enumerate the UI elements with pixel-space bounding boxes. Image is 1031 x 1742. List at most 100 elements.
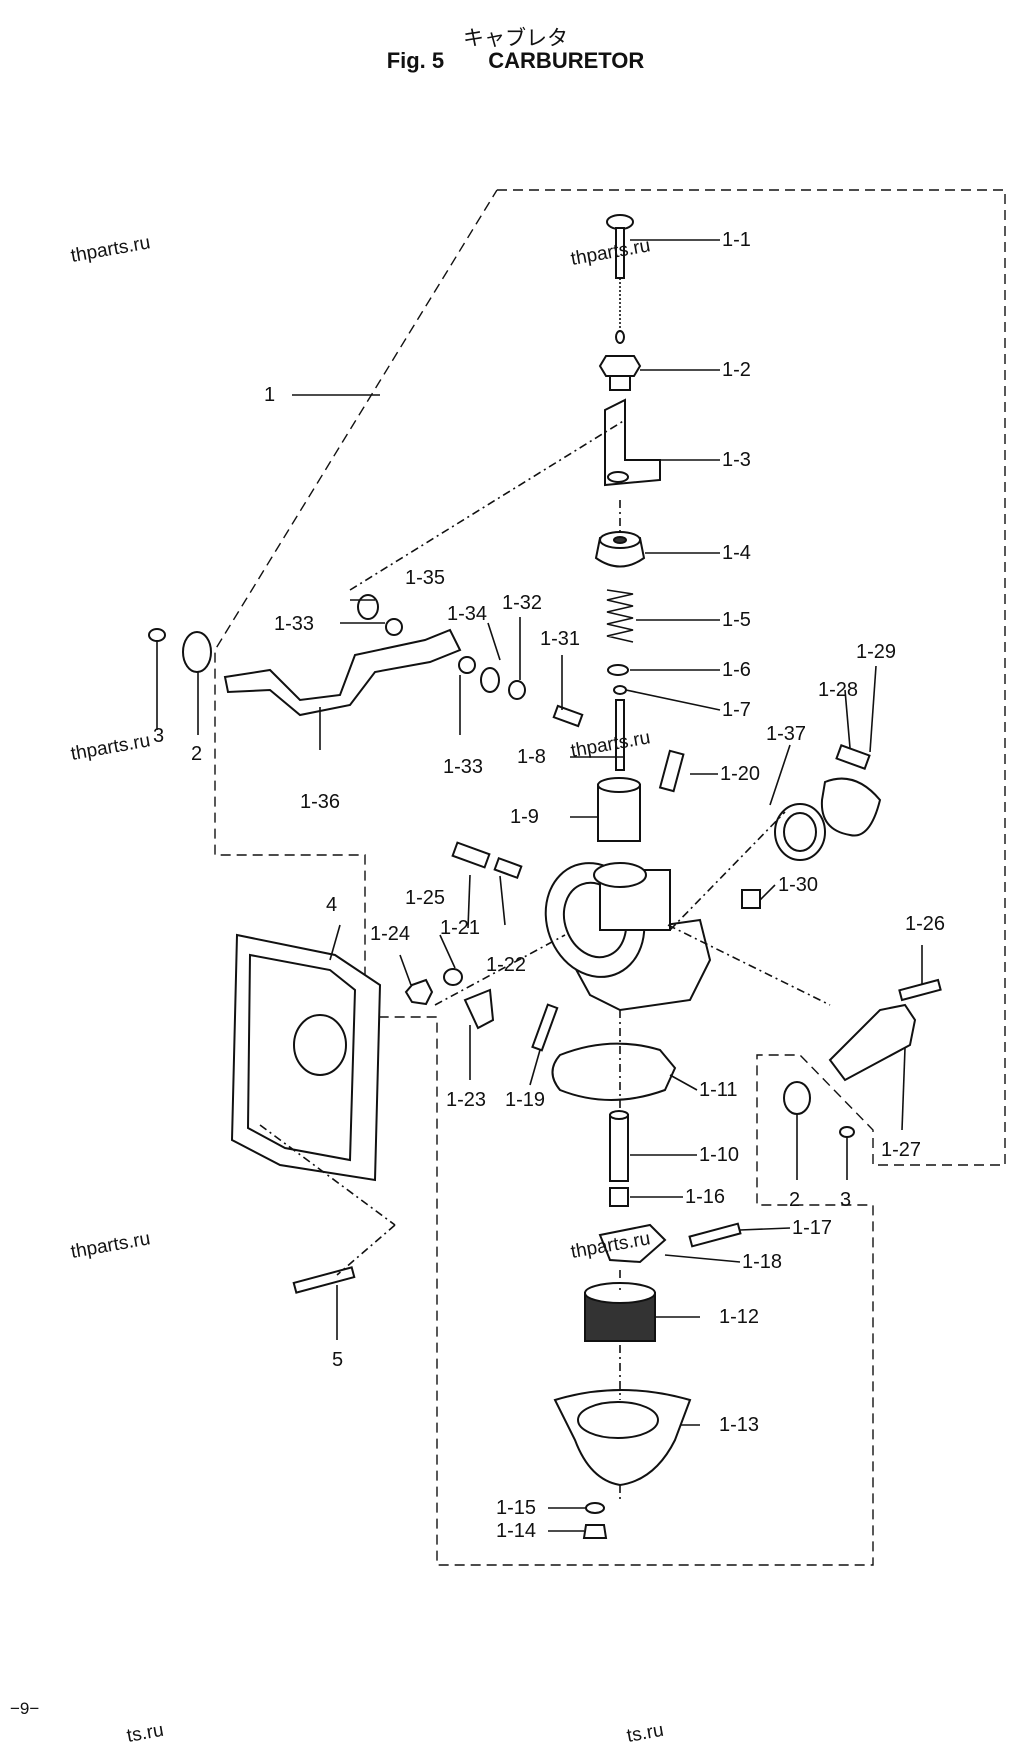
label-1-25: 1-25 <box>405 887 445 909</box>
part-1-4-cap <box>594 531 646 568</box>
label-1-17: 1-17 <box>792 1217 832 1239</box>
label-1-8: 1-8 <box>517 746 546 768</box>
label-1-23: 1-23 <box>446 1089 486 1111</box>
part-1-36-lever <box>223 628 462 717</box>
leader-lines <box>156 239 923 1532</box>
part-1-15-washer <box>585 1502 605 1514</box>
part-1-18-float-arm <box>598 1223 667 1264</box>
label-1-30: 1-30 <box>778 874 818 896</box>
watermark: thparts.ru <box>69 1228 152 1263</box>
part-1-1-needle <box>606 214 634 344</box>
part-1-19-spring <box>531 1003 559 1052</box>
part-1-17-pin <box>688 1222 742 1248</box>
label-1-33a: 1-33 <box>274 613 314 635</box>
label-1-2: 1-2 <box>722 359 751 381</box>
label-2-right: 2 <box>789 1189 800 1211</box>
part-1-10-main-jet <box>609 1110 629 1182</box>
part-1-30-screw <box>741 889 761 909</box>
watermark: thparts.ru <box>69 232 152 267</box>
label-2-left: 2 <box>191 743 202 765</box>
label-1-4: 1-4 <box>722 542 751 564</box>
label-1-21: 1-21 <box>440 917 480 939</box>
label-1-7: 1-7 <box>722 699 751 721</box>
label-1-19: 1-19 <box>505 1089 545 1111</box>
label-4: 4 <box>326 894 337 916</box>
part-1-24-nut <box>404 978 434 1006</box>
label-1-5: 1-5 <box>722 609 751 631</box>
label-1-29: 1-29 <box>856 641 896 663</box>
label-1-26: 1-26 <box>905 913 945 935</box>
label-1-9: 1-9 <box>510 806 539 828</box>
part-5-bolt <box>292 1266 356 1294</box>
label-1-13: 1-13 <box>719 1414 759 1436</box>
label-1-11: 1-11 <box>699 1079 738 1101</box>
part-1-23-lever <box>463 988 495 1030</box>
part-2-knob-right <box>783 1081 811 1115</box>
label-1-24: 1-24 <box>370 923 410 945</box>
part-1-34-spring <box>480 667 500 693</box>
label-5: 5 <box>332 1349 343 1371</box>
part-1-27-lever <box>828 1003 917 1082</box>
part-1-32-clip <box>508 680 526 700</box>
figure-title: CARBURETOR <box>488 48 645 73</box>
part-1-25-washer <box>443 968 463 986</box>
label-1-27: 1-27 <box>881 1139 921 1161</box>
label-1-35: 1-35 <box>405 567 445 589</box>
assembly-boundary <box>214 189 1006 1566</box>
label-1-6: 1-6 <box>722 659 751 681</box>
part-1-33-washer-b <box>458 656 476 674</box>
label-1-33b: 1-33 <box>443 756 483 778</box>
label-1-34: 1-34 <box>447 603 487 625</box>
part-1-35-sleeve <box>357 594 379 620</box>
part-1-13-float-chamber <box>553 1389 692 1487</box>
label-1-20: 1-20 <box>720 763 760 785</box>
part-1-5-spring <box>606 589 634 643</box>
part-1-9-throttle-valve <box>597 777 641 842</box>
watermark: thparts.ru <box>69 730 152 765</box>
watermark-partial: ts.ru <box>125 1720 165 1742</box>
part-1-28-clamp <box>820 777 882 837</box>
label-1: 1 <box>264 384 275 406</box>
part-1-2-nut <box>598 355 642 391</box>
part-1-14-screw <box>582 1524 608 1539</box>
part-1-6-washer <box>607 664 629 676</box>
part-1-29-screw <box>835 744 871 770</box>
part-3-screw-right <box>839 1126 855 1138</box>
part-4-air-cleaner-cover <box>230 933 382 1182</box>
part-2-knob <box>182 631 212 673</box>
label-3-right: 3 <box>840 1189 851 1211</box>
label-1-36: 1-36 <box>300 791 340 813</box>
part-1-37-o-ring <box>774 803 826 861</box>
page-number: −9− <box>10 1699 40 1718</box>
watermark-partial: ts.ru <box>625 1720 665 1742</box>
label-3-left: 3 <box>153 725 164 747</box>
label-1-22: 1-22 <box>486 954 526 976</box>
part-1-26-pin <box>898 978 942 1002</box>
label-1-1: 1-1 <box>722 229 751 251</box>
label-1-15: 1-15 <box>496 1497 536 1519</box>
part-1-3-bracket <box>604 398 661 487</box>
label-1-37: 1-37 <box>766 723 806 745</box>
part-1-31-screw <box>552 704 584 728</box>
label-1-10: 1-10 <box>699 1144 739 1166</box>
label-1-31: 1-31 <box>540 628 580 650</box>
label-1-12: 1-12 <box>719 1306 759 1328</box>
figure-number: Fig. 5 <box>386 48 445 73</box>
carburetor-body <box>544 862 712 1012</box>
label-1-32: 1-32 <box>502 592 542 614</box>
watermark: thparts.ru <box>569 235 652 270</box>
part-1-8-jet-needle <box>615 699 625 771</box>
part-1-11-gasket <box>551 1042 677 1101</box>
part-1-21-screw <box>451 841 491 869</box>
label-1-16: 1-16 <box>685 1186 725 1208</box>
part-1-16-jet <box>609 1187 629 1207</box>
part-1-20-nipple <box>658 749 685 793</box>
part-1-22-screw <box>493 856 523 880</box>
part-1-12-float <box>584 1282 656 1342</box>
part-1-7-clip <box>613 685 627 695</box>
label-1-18: 1-18 <box>742 1251 782 1273</box>
label-1-3: 1-3 <box>722 449 751 471</box>
part-3-screw <box>148 628 166 642</box>
label-1-14: 1-14 <box>496 1520 536 1542</box>
